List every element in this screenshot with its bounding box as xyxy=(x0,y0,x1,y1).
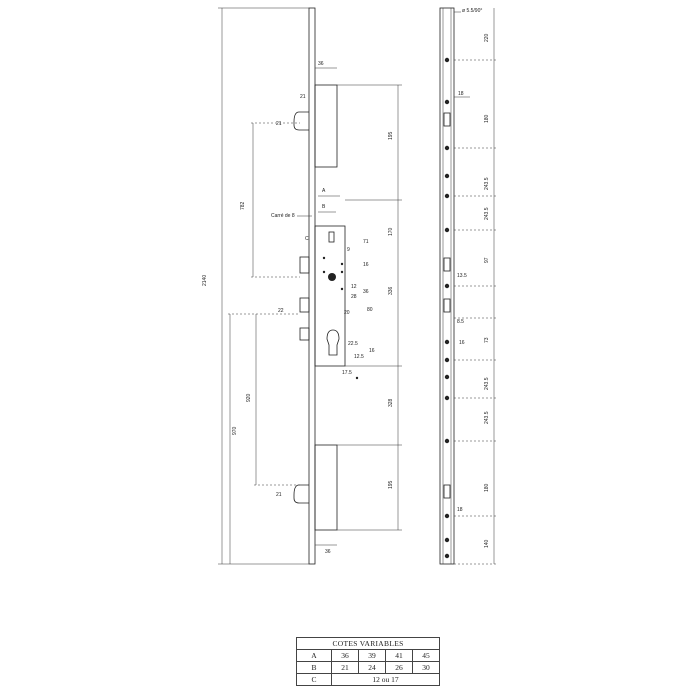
table-cell: 26 xyxy=(385,661,413,674)
side-243-d: 243.5 xyxy=(484,411,490,424)
side-243-b: 243.5 xyxy=(484,207,490,220)
side-8-5: 8.5 xyxy=(457,319,464,325)
dim-9: 9 xyxy=(347,247,350,253)
len-328-label: 328 xyxy=(388,398,394,407)
side-slot-lower xyxy=(443,484,451,499)
dim-71: 71 xyxy=(363,239,369,245)
side-73: 73 xyxy=(484,337,490,343)
side-140: 140 xyxy=(484,539,490,548)
lower-height-label: 970 xyxy=(232,426,238,435)
gap-22-label: 22 xyxy=(278,308,284,314)
row-label: C xyxy=(296,673,332,686)
table-row: B 21 24 26 30 xyxy=(296,661,440,674)
side-18: 18 xyxy=(458,91,464,97)
upper-195-label: 195 xyxy=(388,131,394,140)
len-170-label: 170 xyxy=(388,227,394,236)
row-label: A xyxy=(296,649,332,662)
dim-20: 20 xyxy=(344,310,350,316)
dim-17-5: 17.5 xyxy=(342,370,352,376)
front-faceplate xyxy=(308,7,316,565)
side-243-c: 243.5 xyxy=(484,377,490,390)
dim-B-label: B xyxy=(322,204,326,210)
dim-28: 28 xyxy=(351,294,357,300)
side-180: 180 xyxy=(484,114,490,123)
side-97: 97 xyxy=(484,257,490,263)
latch-bolt xyxy=(299,256,310,274)
dim-16-b: 16 xyxy=(369,348,375,354)
side-220: 220 xyxy=(484,33,490,42)
side-180-b: 180 xyxy=(484,483,490,492)
case-slot xyxy=(328,231,335,243)
dim-C-label: C xyxy=(305,236,309,242)
lower-bolt-housing xyxy=(314,444,338,531)
spindle-hole xyxy=(328,273,336,281)
side-fixing-holes xyxy=(444,57,450,559)
table-row: C 12 ou 17 xyxy=(296,673,440,686)
bottom-width-label: 36 xyxy=(325,549,331,555)
dim-12: 12 xyxy=(351,284,357,290)
side-slot-latch xyxy=(443,257,451,272)
table-cell: 45 xyxy=(412,649,440,662)
upper-offset-label: 782 xyxy=(240,201,246,210)
dim-16: 16 xyxy=(363,262,369,268)
lower-hook-bolt xyxy=(293,484,309,504)
mid-span-label: 920 xyxy=(246,393,252,402)
dim-A-label: A xyxy=(322,188,326,194)
carre-label: Carré de 8 xyxy=(271,213,295,219)
dim-36: 36 xyxy=(363,289,369,295)
table-cell: 36 xyxy=(331,649,359,662)
row-label: B xyxy=(296,661,332,674)
len-336-label: 336 xyxy=(388,286,394,295)
bolt-21-bottom-label: 21 xyxy=(276,492,282,498)
table-cell: 21 xyxy=(331,661,359,674)
side-16: 16 xyxy=(459,340,465,346)
side-slot-bolt xyxy=(443,298,451,313)
upper-hook-bolt xyxy=(293,111,309,131)
cotes-variables-table: COTES VARIABLES A 36 39 41 45 B 21 24 26… xyxy=(296,637,440,686)
dim-22-5: 22.5 xyxy=(348,341,358,347)
lower-dead-bolt xyxy=(299,327,310,341)
table-cell: 12 ou 17 xyxy=(331,673,440,686)
dead-bolt xyxy=(299,297,310,313)
table-row: A 36 39 41 45 xyxy=(296,649,440,662)
lock-case xyxy=(314,225,346,367)
dim-12-5: 12.5 xyxy=(354,354,364,360)
side-13-5: 13.5 xyxy=(457,273,467,279)
table-caption-row: COTES VARIABLES xyxy=(296,637,440,650)
top-width-label: 36 xyxy=(318,61,324,67)
bolt-21-top-label: 21 xyxy=(300,94,306,100)
table-cell: 30 xyxy=(412,661,440,674)
hole-note: ø 5.5/90° xyxy=(462,8,482,14)
dim-80: 80 xyxy=(367,307,373,313)
side-18-b: 18 xyxy=(457,507,463,513)
total-height-label: 2140 xyxy=(202,275,208,286)
side-slot-upper xyxy=(443,112,451,127)
table-cell: 39 xyxy=(358,649,386,662)
side-view: ø 5.5/90° 220 18 180 xyxy=(439,7,498,565)
upper-bolt-housing xyxy=(314,84,338,168)
table-caption: COTES VARIABLES xyxy=(296,637,440,650)
table-cell: 41 xyxy=(385,649,413,662)
table-cell: 24 xyxy=(358,661,386,674)
side-243-a: 243.5 xyxy=(484,177,490,190)
cylinder-profile xyxy=(326,329,340,356)
lower-195-label: 195 xyxy=(388,480,394,489)
front-view: 2140 970 920 782 36 36 21 21 21 22 195 1… xyxy=(202,7,402,565)
hook-21-label: 21 xyxy=(276,121,282,127)
